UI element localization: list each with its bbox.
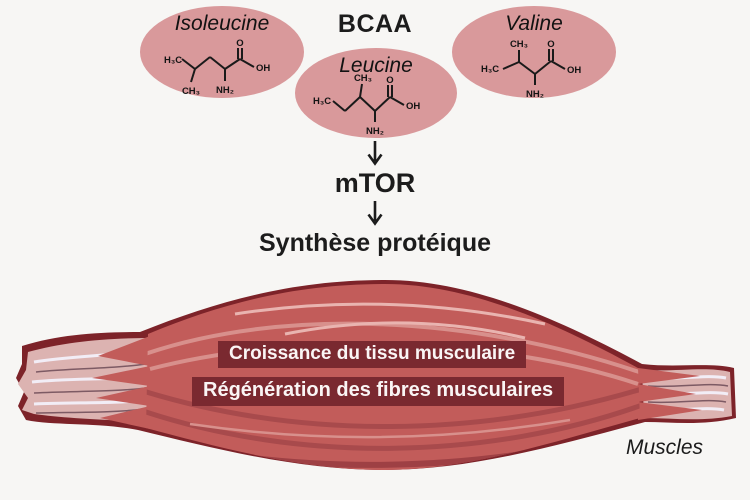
leucine-structure-image: CH₃ H₃C NH₂ O OH: [313, 73, 420, 137]
nh2-label: NH₂: [366, 126, 384, 137]
molecule-name-leucine: Leucine: [339, 54, 413, 77]
molecule-card-leucine: Leucine CH₃ H₃C NH₂ O OH: [295, 48, 457, 138]
molecule-card-valine: Valine CH₃ H₃C NH₂ O OH: [452, 6, 616, 100]
muscles-caption: Muscles: [626, 436, 704, 459]
molecule-name-isoleucine: Isoleucine: [174, 12, 270, 35]
oh-label: OH: [256, 63, 270, 74]
molecule-card-isoleucine: Isoleucine H₃C CH₃ NH₂ O OH: [140, 6, 304, 98]
molecule-name-valine: Valine: [505, 12, 563, 35]
h3c-label: H₃C: [164, 55, 182, 66]
oh-label: OH: [406, 101, 420, 112]
h3c-label: H₃C: [481, 64, 499, 75]
down-arrow-icon: [367, 141, 383, 166]
down-arrow-icon: [367, 201, 383, 226]
oh-label: OH: [567, 65, 581, 76]
ch3-label: CH₃: [354, 73, 372, 84]
growth-banner: Croissance du tissu musculaire: [218, 341, 527, 368]
protein-synthesis-node: Synthèse protéique: [259, 229, 491, 257]
o-label: O: [236, 38, 243, 49]
isoleucine-structure-image: H₃C CH₃ NH₂ O OH: [164, 38, 270, 97]
nh2-label: NH₂: [526, 89, 544, 100]
o-label: O: [547, 39, 554, 50]
mtor-node: mTOR: [334, 168, 416, 198]
nh2-label: NH₂: [216, 85, 234, 96]
page-title: BCAA: [337, 10, 413, 38]
valine-structure-image: CH₃ H₃C NH₂ O OH: [481, 39, 581, 100]
ch3-label: CH₃: [510, 39, 528, 50]
h3c-label: H₃C: [313, 96, 331, 107]
muscle-fiber-fingers: [92, 336, 702, 429]
o-label: O: [386, 75, 393, 86]
regeneration-banner: Régénération des fibres musculaires: [192, 377, 565, 406]
muscle-illustration: [16, 280, 736, 470]
ch3-label: CH₃: [182, 86, 200, 97]
